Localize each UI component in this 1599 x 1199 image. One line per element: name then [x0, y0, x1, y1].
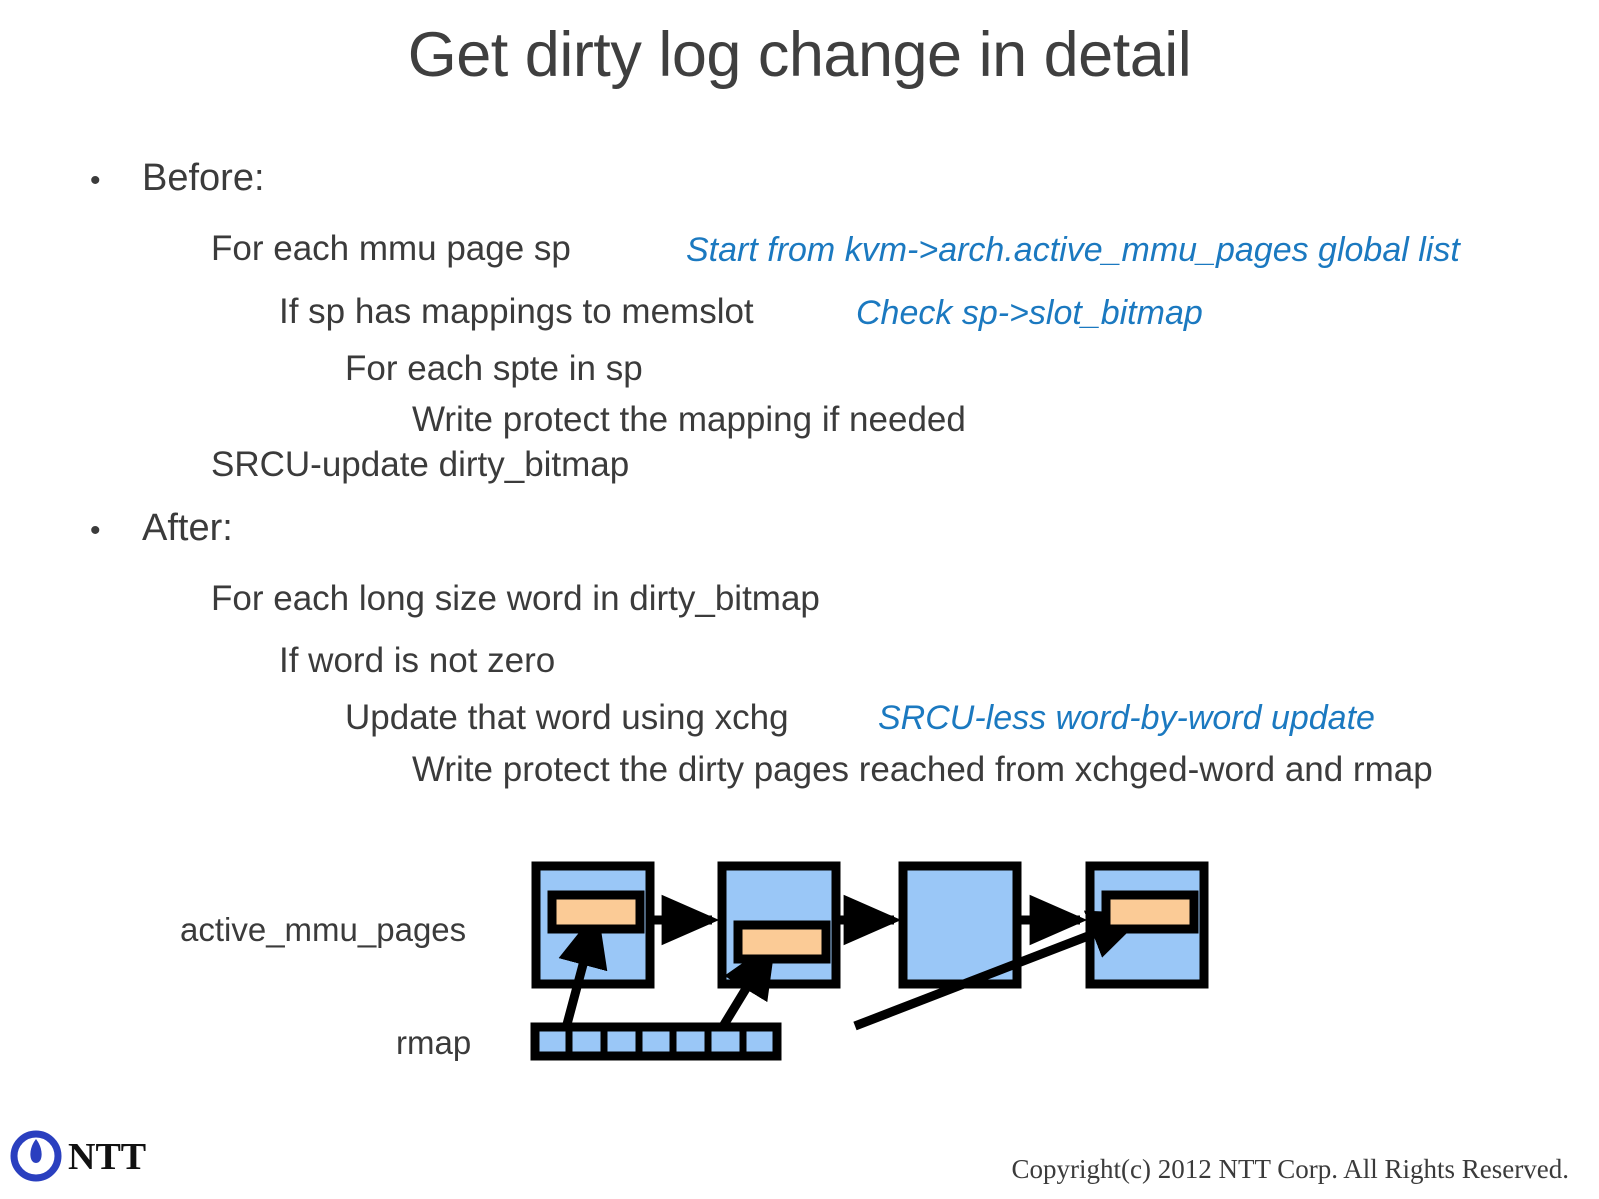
note-text: SRCU-less word-by-word update	[878, 699, 1375, 737]
diagram-label-active-mmu-pages: active_mmu_pages	[180, 911, 467, 948]
note-check-slot-bitmap: Check sp->slot_bitmap	[856, 294, 1203, 332]
ntt-mark-icon	[10, 1130, 62, 1182]
mmu-page-box-1	[531, 861, 655, 989]
line-write-protect-dirty-pages: Write protect the dirty pages reached fr…	[412, 750, 1433, 790]
copyright-text: Copyright(c) 2012 NTT Corp. All Rights R…	[1011, 1154, 1569, 1184]
rmap-arrow-to-page-1	[558, 909, 608, 1030]
rmap-array-outline	[530, 1022, 782, 1061]
page-title: Get dirty log change in detail	[407, 20, 1192, 90]
rmap-arrow-to-page-2	[718, 939, 776, 1031]
bullet-dot-icon: •	[90, 164, 101, 197]
line-text: Write protect the mapping if needed	[412, 400, 966, 439]
slot-rect-page-1	[547, 890, 645, 934]
diagram-label-rmap: rmap	[396, 1024, 472, 1061]
ntt-logo: NTT	[10, 1130, 146, 1182]
line-for-each-mmu-page: For each mmu page sp	[211, 229, 571, 269]
note-start-from-global-list: Start from kvm->arch.active_mmu_pages gl…	[686, 231, 1460, 269]
line-for-each-spte: For each spte in sp	[345, 349, 643, 389]
mmu-page-box-2	[717, 861, 841, 989]
note-text: Start from kvm->arch.active_mmu_pages gl…	[686, 231, 1460, 269]
bullet-dot-icon: •	[90, 514, 101, 547]
rmap-arrow-to-page-4	[853, 910, 1147, 1031]
line-update-word-using-xchg: Update that word using xchg	[345, 698, 789, 738]
line-for-each-long-size-word: For each long size word in dirty_bitmap	[211, 579, 820, 619]
slot-rect-page-4	[1101, 890, 1199, 934]
bullet-before: • Before:	[90, 157, 265, 200]
line-text: SRCU-update dirty_bitmap	[211, 445, 630, 484]
line-text: For each mmu page sp	[211, 229, 571, 268]
rmap-array	[530, 1022, 782, 1061]
line-text: Write protect the dirty pages reached fr…	[412, 750, 1433, 789]
slot-bitmap-rects	[547, 890, 1199, 964]
slot-rect-page-2	[733, 920, 831, 964]
ntt-logo-text: NTT	[68, 1136, 146, 1178]
line-if-sp-has-mappings: If sp has mappings to memslot	[279, 292, 754, 332]
mmu-page-box-3	[898, 861, 1022, 989]
line-text: Update that word using xchg	[345, 698, 789, 737]
note-srcu-less-update: SRCU-less word-by-word update	[878, 699, 1375, 737]
bullet-after-label: After:	[142, 507, 233, 549]
line-srcu-update-dirty-bitmap: SRCU-update dirty_bitmap	[211, 445, 630, 485]
bullet-after: • After:	[90, 507, 233, 550]
rmap-pointer-arrows	[558, 909, 1147, 1031]
line-text: If word is not zero	[279, 641, 556, 680]
line-write-protect-mapping: Write protect the mapping if needed	[412, 400, 966, 440]
line-text: If sp has mappings to memslot	[279, 292, 754, 331]
bullet-before-label: Before:	[142, 157, 265, 199]
mmu-page-box-4	[1085, 861, 1209, 989]
line-text: For each spte in sp	[345, 349, 643, 388]
line-if-word-is-not-zero: If word is not zero	[279, 641, 556, 681]
note-text: Check sp->slot_bitmap	[856, 294, 1203, 332]
line-text: For each long size word in dirty_bitmap	[211, 579, 820, 618]
mmu-page-boxes	[531, 861, 1209, 989]
